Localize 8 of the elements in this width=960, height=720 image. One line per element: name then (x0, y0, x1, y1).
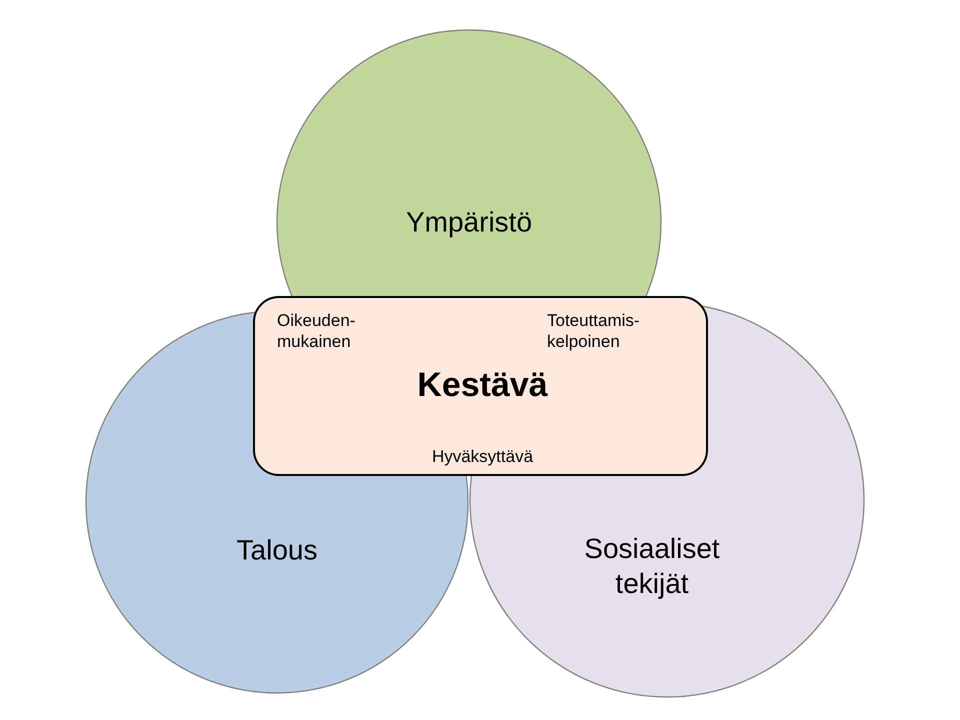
circle-label: Talous (236, 534, 318, 568)
circle-label: Ympäristö (404, 206, 534, 240)
box-title: Kestävä (416, 365, 549, 406)
box-label: Hyväksyttävä (430, 446, 534, 468)
circle-label: Sosiaaliset tekijät (583, 532, 721, 601)
box-label: Oikeuden-mukainen (277, 310, 356, 352)
box-label: Toteuttamis-kelpoinen (547, 310, 641, 352)
rounded-box (253, 296, 708, 476)
